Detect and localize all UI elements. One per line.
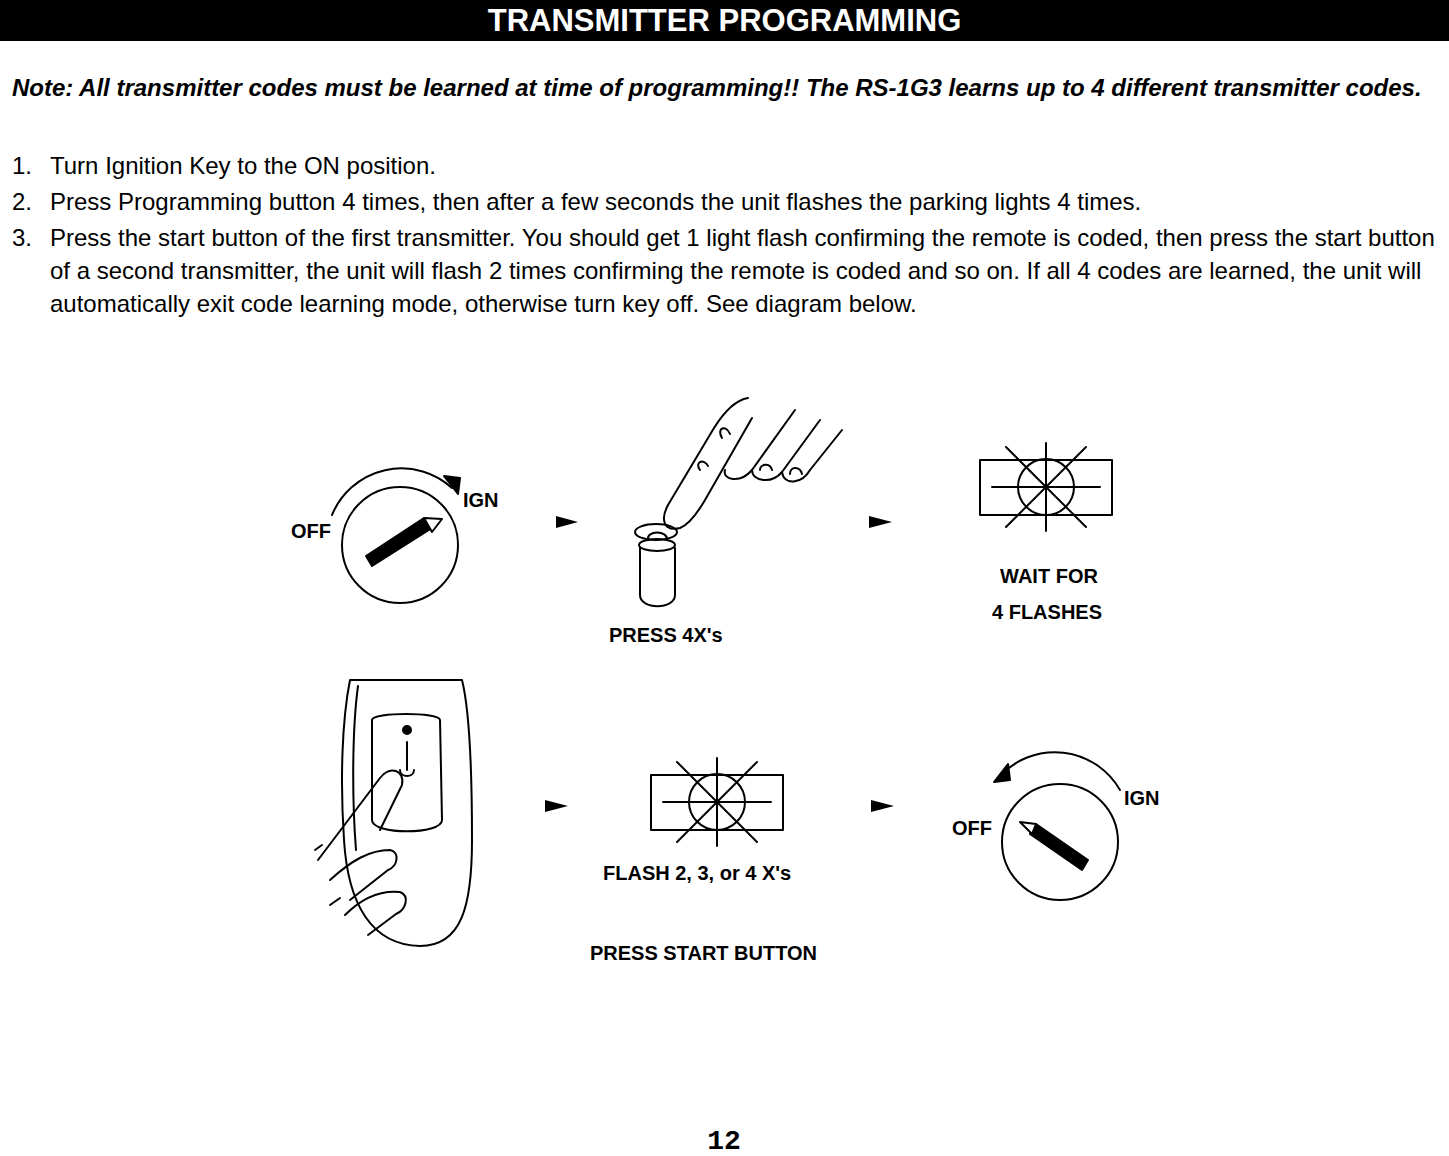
step-number: 3. [12,221,32,254]
action-caption: PRESS 4X's [609,624,723,646]
action-caption: PRESS START BUTTON [590,942,817,964]
step-text: Press Programming button 4 times, then a… [50,185,1445,218]
parking-light-flash [980,443,1112,531]
page-title: TRANSMITTER PROGRAMMING [0,0,1449,41]
step-text: Turn Ignition Key to the ON position. [50,149,1445,182]
step-number: 1. [12,149,32,182]
action-caption: WAIT FOR [1000,565,1098,587]
program-button-press [635,398,842,606]
switch-position: IGN [1124,787,1160,809]
flow-arrow [545,516,894,812]
remote-transmitter [315,680,472,946]
parking-light-flash [651,758,783,846]
switch-position: OFF [291,520,331,542]
page-number: 12 [707,1126,741,1156]
action-caption: FLASH 2, 3, or 4 X's [603,862,791,884]
switch-position: OFF [952,817,992,839]
switch-position: IGN [463,489,499,511]
note-text: Note: All transmitter codes must be lear… [12,70,1444,105]
action-caption: 4 FLASHES [992,601,1102,623]
step-number: 2. [12,185,32,218]
ignition-switch [332,468,460,603]
ignition-switch [994,752,1120,900]
step-text: Press the start button of the first tran… [50,221,1445,320]
